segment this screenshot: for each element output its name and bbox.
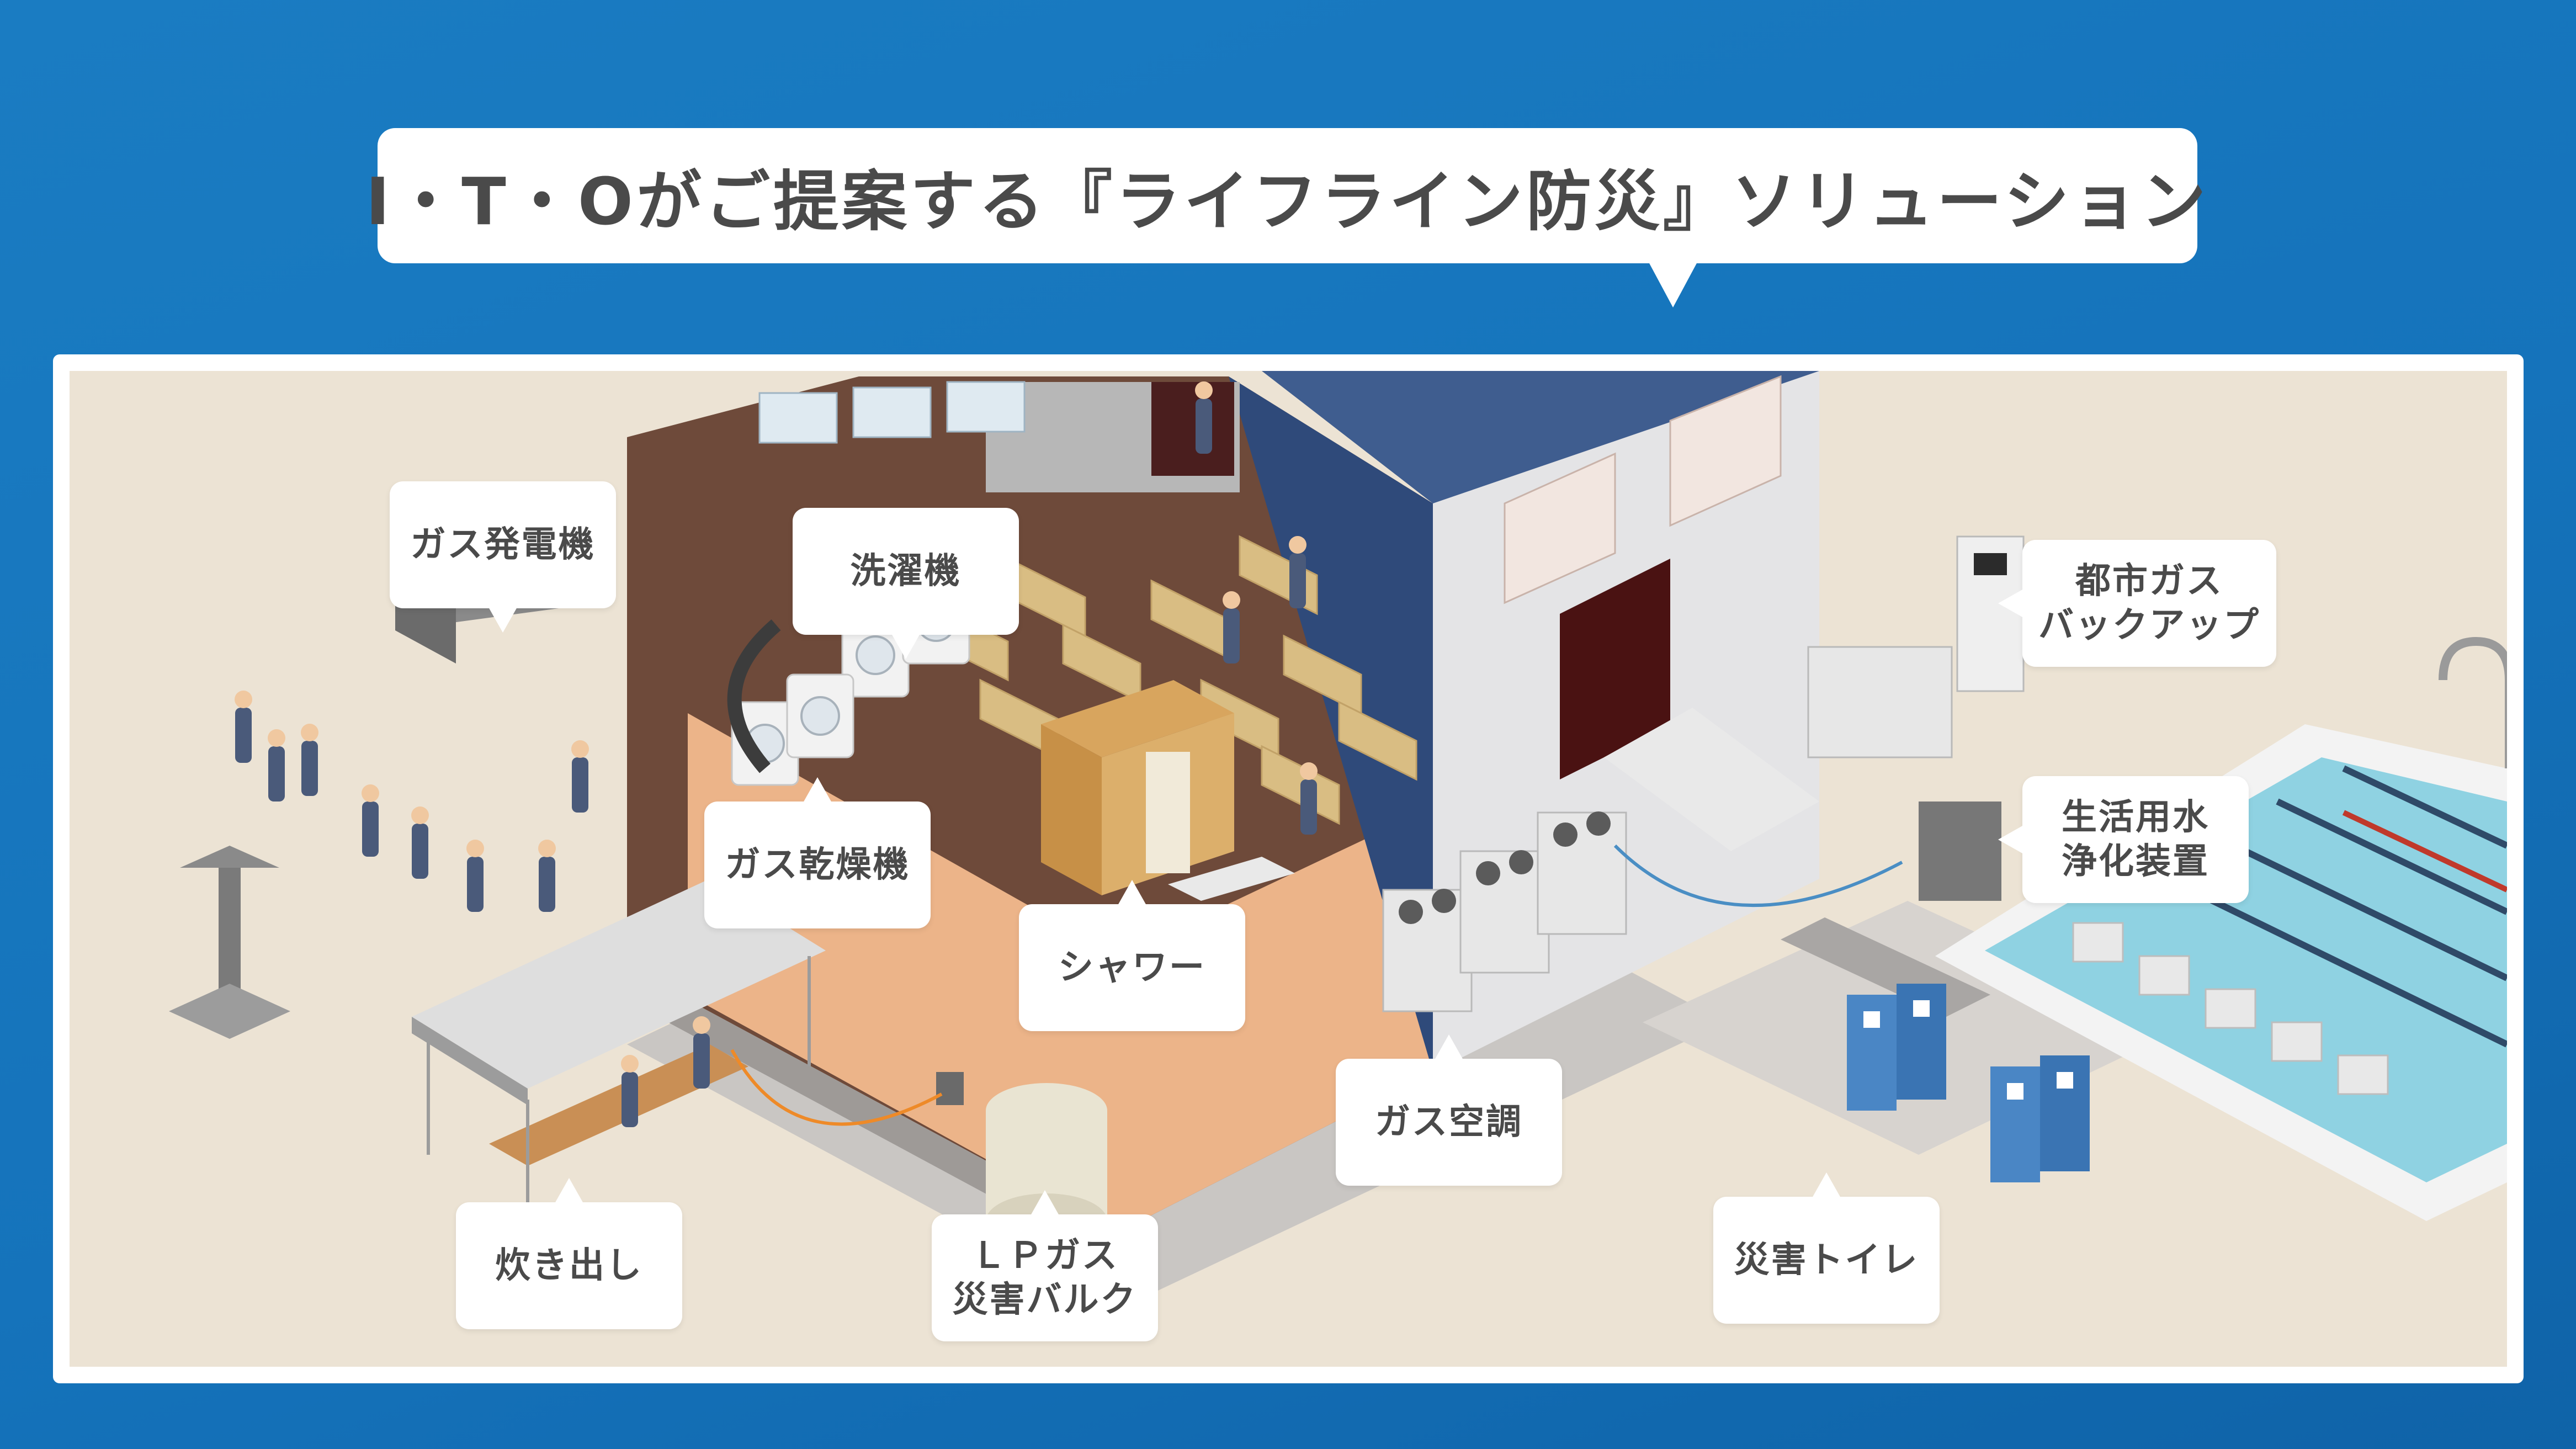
school-ramp [1604, 708, 1819, 851]
orange-pipe [730, 1049, 943, 1126]
gym-roof-edge [1229, 376, 1433, 1072]
shower-roof [1041, 680, 1234, 757]
aircon-fans [1399, 811, 1611, 924]
label-cooking: 炊き出し [456, 1178, 682, 1329]
label-disaster-toilet-text: 災害トイレ [1734, 1240, 1919, 1281]
label-gas-dryer: ガス乾燥機 [704, 777, 931, 928]
person-icon [235, 381, 1318, 1127]
label-gas-generator-text: ガス発電機 [410, 524, 596, 565]
pool-lane-2 [2209, 831, 2507, 981]
gym-back-door [1151, 382, 1234, 476]
shower-curtain [1146, 752, 1190, 873]
heater-base [169, 984, 290, 1039]
page-title: I・T・Oがご提案する『ライフライン防災』ソリューション [365, 163, 2209, 240]
gas-aircon-units [1382, 811, 1627, 1012]
lp-valve [936, 1072, 964, 1105]
label-gas-aircon: ガス空調 [1336, 1034, 1562, 1186]
starting-blocks [2072, 922, 2389, 1095]
label-lp-gas-line1: ＬＰガス [971, 1235, 1119, 1276]
label-city-gas-line2: バックアップ [2038, 605, 2260, 646]
school-roof [1262, 371, 1819, 503]
label-lp-gas-line2: 災害バルク [952, 1280, 1138, 1320]
scene-illustration [169, 371, 2507, 1309]
tent-poles [427, 956, 811, 1216]
shower-ramp [1168, 857, 1295, 901]
label-gas-dryer-text: ガス乾燥機 [725, 845, 910, 885]
tent-edge [412, 1017, 528, 1105]
scene: ガス発電機 洗濯機 ガス乾燥機 シャワー 炊き出し ＬＰガス 災害バルク ガス空… [70, 371, 2507, 1367]
title-bubble: I・T・Oがご提案する『ライフライン防災』ソリューション [365, 128, 2206, 307]
illustration-frame: ガス発電機 洗濯機 ガス乾燥機 シャワー 炊き出し ＬＰガス 災害バルク ガス空… [53, 354, 2524, 1383]
toilet-sign-icon [1863, 1000, 2073, 1100]
school-door [1560, 559, 1670, 779]
label-lp-gas: ＬＰガス 災害バルク [932, 1190, 1158, 1341]
tent-roof [412, 879, 826, 1089]
pool-lane-4 [2342, 765, 2507, 849]
label-city-gas-backup: 都市ガス バックアップ [1998, 540, 2276, 667]
school-windows [1504, 375, 1782, 604]
water-purifier-box [1919, 802, 2001, 901]
label-water-purifier-line1: 生活用水 [2062, 797, 2209, 838]
label-water-purifier: 生活用水 浄化装置 [1998, 776, 2249, 903]
label-shower-text: シャワー [1058, 947, 1206, 988]
label-cooking-text: 炊き出し [495, 1245, 643, 1286]
shower-side [1041, 724, 1102, 895]
label-city-gas-line1: 都市ガス [2075, 561, 2223, 602]
label-washing-machine: 洗濯機 [793, 508, 1019, 659]
gas-dryers [731, 673, 854, 786]
dryer-duct [727, 619, 781, 773]
pool-lane-3 [2276, 798, 2507, 915]
city-gas-unit [1807, 646, 1953, 758]
label-shower: シャワー [1019, 880, 1245, 1031]
pool-ladder [2439, 636, 2507, 768]
label-gas-aircon-text: ガス空調 [1375, 1102, 1523, 1143]
label-gas-generator: ガス発電機 [390, 481, 616, 633]
cooking-table [489, 1044, 748, 1166]
label-disaster-toilet: 災害トイレ [1713, 1172, 1940, 1324]
label-washing-machine-text: 洗濯機 [850, 551, 962, 592]
disaster-toilets [1847, 984, 2090, 1182]
city-gas-display [1974, 553, 2007, 575]
heater-top [180, 846, 279, 868]
blue-pipe [1613, 844, 1903, 907]
pool-lane-red [2342, 810, 2507, 893]
heater-pole [219, 868, 241, 989]
gym-windows [758, 381, 1026, 444]
label-water-purifier-line2: 浄化装置 [2062, 841, 2209, 882]
